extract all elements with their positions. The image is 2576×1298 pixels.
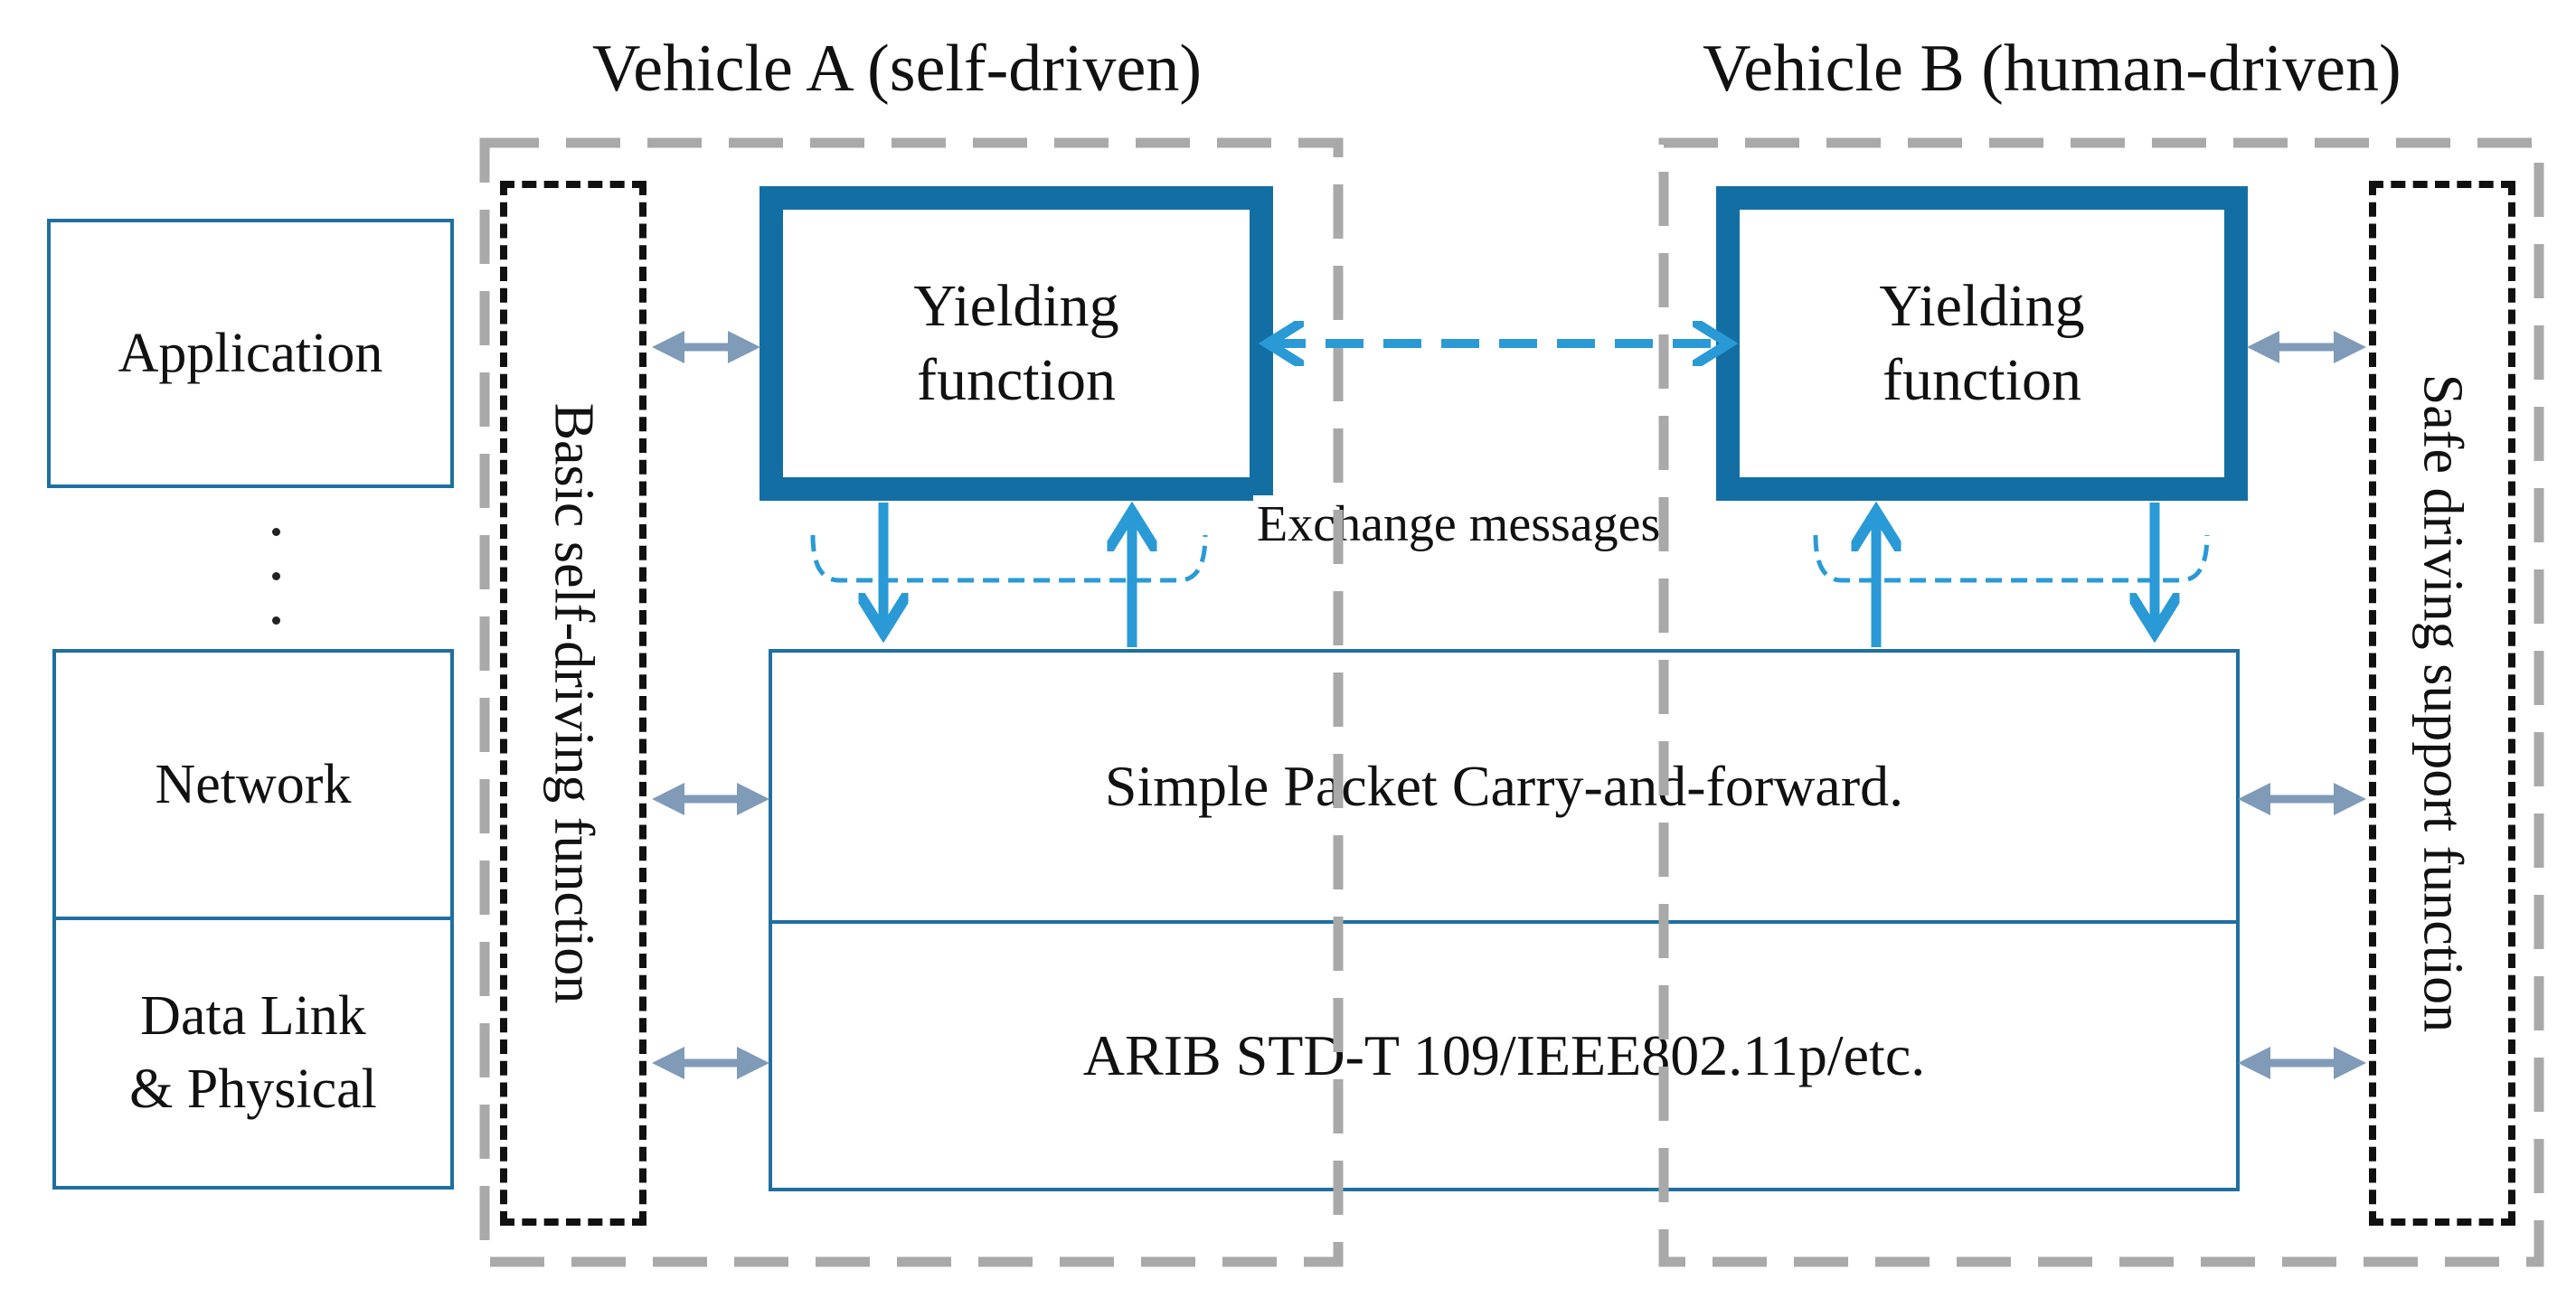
vehicle-a-yield-line1: Yielding: [913, 272, 1119, 339]
exchange-messages-label: Exchange messages: [1253, 495, 1665, 553]
vehicle-b-yielding-function: Yielding function: [1716, 186, 2248, 501]
layer-application: Application: [47, 219, 454, 488]
vehicle-b-title: Vehicle B (human-driven): [1703, 32, 2401, 106]
ellipsis-dot-3: [272, 616, 280, 625]
layer-datalink-label-line1: Data Link: [140, 985, 366, 1048]
layer-network-label: Network: [155, 753, 352, 815]
vehicle-a-yielding-function: Yielding function: [760, 186, 1273, 501]
vehicle-a-yield-line2: function: [917, 347, 1116, 413]
layer-network: Network: [52, 649, 454, 920]
vehicle-a-basic-self-driving-function: Basic self-driving function: [500, 181, 646, 1226]
vehicle-b-safe-driving-support-function: Safe driving support function: [2369, 181, 2515, 1226]
ellipsis-dot-2: [272, 572, 280, 580]
layer-application-label: Application: [118, 322, 383, 384]
vehicle-b-yield-line2: function: [1882, 347, 2081, 413]
vehicle-b-boundary: [1658, 137, 2544, 1267]
vehicle-a-bracket: [810, 534, 1208, 583]
datalink-layer-text: ARIB STD-T 109/IEEE802.11p/etc.: [1082, 1023, 1926, 1087]
network-layer-text: Simple Packet Carry-and-forward.: [1104, 754, 1904, 818]
ellipsis-dot-1: [272, 528, 280, 536]
layer-datalink-label-line2: & Physical: [129, 1058, 377, 1120]
layer-datalink: Data Link & Physical: [52, 917, 454, 1190]
datalink-layer-box: ARIB STD-T 109/IEEE802.11p/etc.: [769, 920, 2240, 1191]
vehicle-a-title: Vehicle A (self-driven): [592, 32, 1202, 106]
vehicle-b-bracket: [1813, 534, 2210, 583]
vehicle-b-yield-line1: Yielding: [1879, 272, 2085, 339]
vehicle-a-boundary: [479, 137, 1344, 1267]
